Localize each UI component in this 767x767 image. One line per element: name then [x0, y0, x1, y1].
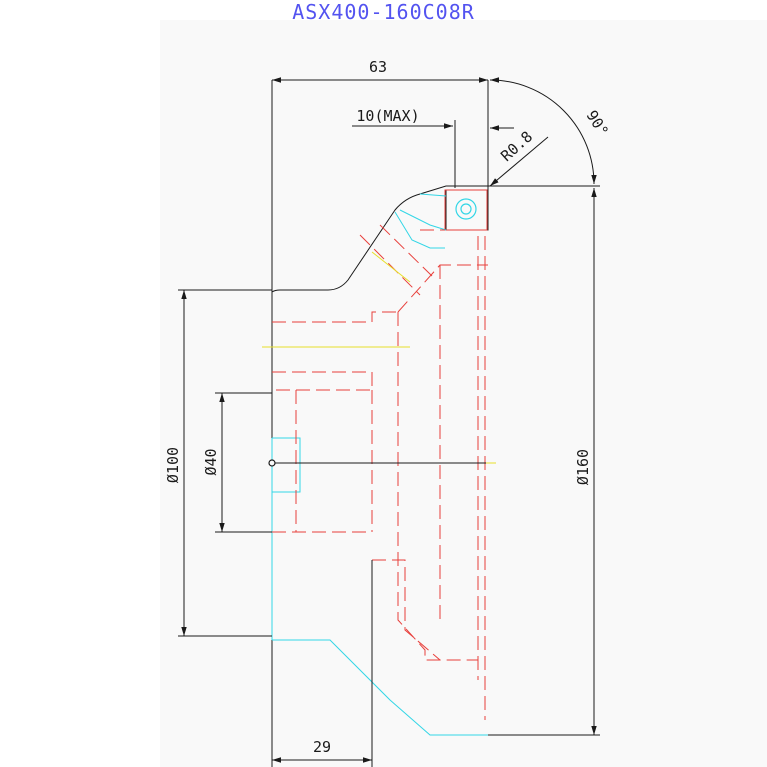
dim-10max-label: 10(MAX) [356, 107, 419, 125]
dim-90-label: 90° [582, 107, 612, 140]
axis-point [268, 459, 276, 467]
dim-r08-label: R0.8 [497, 128, 536, 166]
cutting-insert [444, 189, 489, 231]
center-lines [262, 251, 496, 464]
drawing-title: ASX400-160C08R [292, 0, 475, 24]
dim-angle-90 [488, 77, 600, 187]
dim-depth-10max [352, 120, 456, 188]
section-cyan-lines [271, 193, 488, 736]
dim-160-label: Ø160 [574, 449, 592, 485]
dim-dia-40 [215, 392, 272, 533]
dim-dia-100 [178, 289, 272, 637]
dim-40-label: Ø40 [202, 448, 220, 475]
hidden-lines [272, 224, 488, 720]
body-outline [271, 80, 489, 767]
dim-63-label: 63 [369, 58, 387, 76]
dim-dia-160 [488, 188, 600, 736]
dim-width-29 [272, 560, 373, 767]
dim-29-label: 29 [313, 738, 331, 756]
dim-100-label: Ø100 [164, 447, 182, 483]
